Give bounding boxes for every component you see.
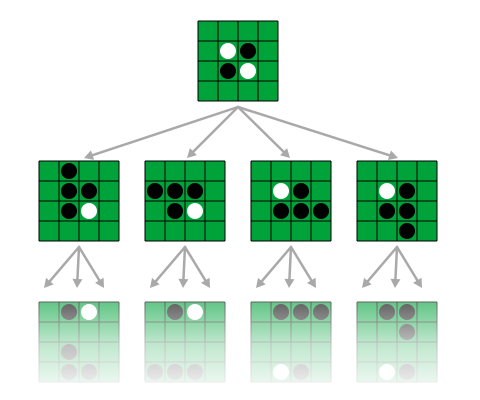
arrow-head xyxy=(413,277,422,288)
arrow-root-to-child-1 xyxy=(84,105,240,160)
arrow-root-to-child-4 xyxy=(236,105,398,161)
arrow-shaft xyxy=(395,245,420,284)
arrow-shaft xyxy=(190,105,240,155)
black-disc xyxy=(61,203,77,219)
arrow-head xyxy=(256,277,266,288)
arrow-child-2-next-1 xyxy=(150,245,187,288)
arrow-head xyxy=(387,150,398,161)
black-disc xyxy=(187,183,203,199)
white-disc xyxy=(273,183,289,199)
child-board-2 xyxy=(144,160,226,242)
arrow-head xyxy=(150,277,160,288)
arrow-shaft xyxy=(183,245,208,284)
fade-overlay xyxy=(0,298,480,400)
arrow-child-2-next-3 xyxy=(183,245,210,288)
arrow-head xyxy=(178,278,189,288)
arrow-head xyxy=(307,277,316,288)
black-disc xyxy=(61,183,77,199)
arrow-shaft xyxy=(77,245,102,284)
black-disc xyxy=(399,223,415,239)
black-disc xyxy=(399,203,415,219)
arrow-shaft xyxy=(394,245,399,283)
child-board-4 xyxy=(356,160,438,242)
arrow-head xyxy=(390,278,401,288)
arrow-shaft xyxy=(288,245,293,283)
arrow-head xyxy=(362,277,372,288)
black-disc xyxy=(313,203,329,219)
black-disc xyxy=(167,183,183,199)
arrow-child-3-next-2 xyxy=(284,245,295,288)
arrow-child-4-next-1 xyxy=(362,245,399,288)
arrow-child-3-next-1 xyxy=(256,245,293,288)
black-disc xyxy=(399,183,415,199)
arrow-child-1-next-1 xyxy=(44,245,81,288)
arrow-shaft xyxy=(259,245,293,284)
arrow-root-to-child-3 xyxy=(236,105,290,158)
arrow-child-1-next-3 xyxy=(77,245,104,288)
arrow-child-2-next-2 xyxy=(178,245,189,288)
white-disc xyxy=(220,43,236,59)
child-board-3 xyxy=(250,160,332,242)
arrow-child-1-next-2 xyxy=(72,245,83,288)
black-disc xyxy=(147,183,163,199)
black-disc xyxy=(293,203,309,219)
arrow-shaft xyxy=(182,245,187,283)
arrow-head xyxy=(72,278,83,288)
black-disc xyxy=(293,183,309,199)
arrow-shaft xyxy=(236,105,393,158)
black-disc xyxy=(167,203,183,219)
black-disc xyxy=(220,63,236,79)
arrow-shaft xyxy=(76,245,81,283)
arrow-child-4-next-3 xyxy=(395,245,422,288)
child-board-1 xyxy=(38,160,120,242)
arrow-head xyxy=(95,277,104,288)
arrow-head xyxy=(201,277,210,288)
arrow-head xyxy=(280,148,290,158)
white-disc xyxy=(187,203,203,219)
root-board xyxy=(197,20,279,102)
arrow-child-4-next-2 xyxy=(390,245,401,288)
arrows-layer xyxy=(44,105,422,288)
arrow-shaft xyxy=(236,105,287,155)
black-disc xyxy=(379,203,395,219)
arrow-head xyxy=(84,150,95,160)
arrow-shaft xyxy=(153,245,187,284)
black-disc xyxy=(61,163,77,179)
black-disc xyxy=(81,183,97,199)
arrow-head xyxy=(44,277,54,288)
black-disc xyxy=(273,203,289,219)
arrow-root-to-child-2 xyxy=(187,105,240,158)
arrow-child-3-next-3 xyxy=(289,245,316,288)
arrow-head xyxy=(187,148,197,158)
arrow-shaft xyxy=(365,245,399,284)
arrow-head xyxy=(284,278,295,288)
arrow-shaft xyxy=(47,245,81,284)
arrow-shaft xyxy=(289,245,314,284)
arrow-shaft xyxy=(89,105,240,158)
black-disc xyxy=(240,43,256,59)
white-disc xyxy=(379,183,395,199)
white-disc xyxy=(240,63,256,79)
white-disc xyxy=(81,203,97,219)
